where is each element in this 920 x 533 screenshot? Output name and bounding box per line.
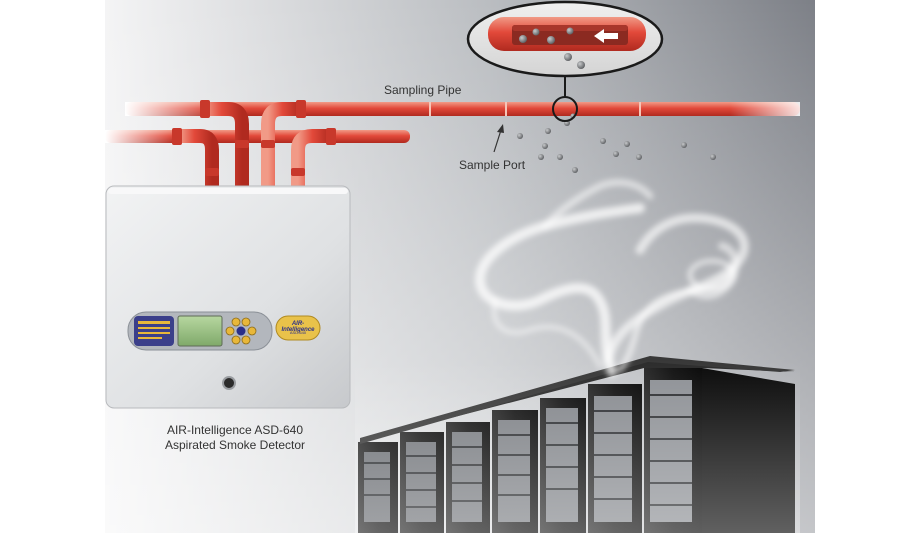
sampling-pipe-label: Sampling Pipe: [384, 83, 462, 97]
secondary-pipe: [105, 130, 410, 143]
device-brand-text: AIR-Intelligence: [281, 321, 315, 333]
lcd-display: [177, 315, 223, 347]
sample-port-label: Sample Port: [459, 158, 526, 172]
smoke-detector-unit: [105, 185, 351, 409]
device-caption: AIR-Intelligence ASD-640 Aspirated Smoke…: [150, 423, 320, 453]
device-type-label: Aspirated Smoke Detector: [164, 438, 306, 452]
device-model-text: ASD-640: [289, 330, 307, 335]
pipe-zoom-bubble: [466, 0, 664, 78]
sample-port-arrow: [493, 124, 504, 153]
arrow-left-icon: [594, 29, 618, 43]
device-name-label: AIR-Intelligence ASD-640: [166, 423, 304, 437]
smoke-plume: [475, 178, 749, 377]
magnifier-connector: [552, 76, 578, 122]
server-racks: [355, 356, 800, 533]
inlet-pipes: [172, 100, 336, 192]
keypad: [225, 317, 257, 345]
keyhole-icon: [222, 376, 236, 390]
brand-plate: [275, 315, 321, 341]
